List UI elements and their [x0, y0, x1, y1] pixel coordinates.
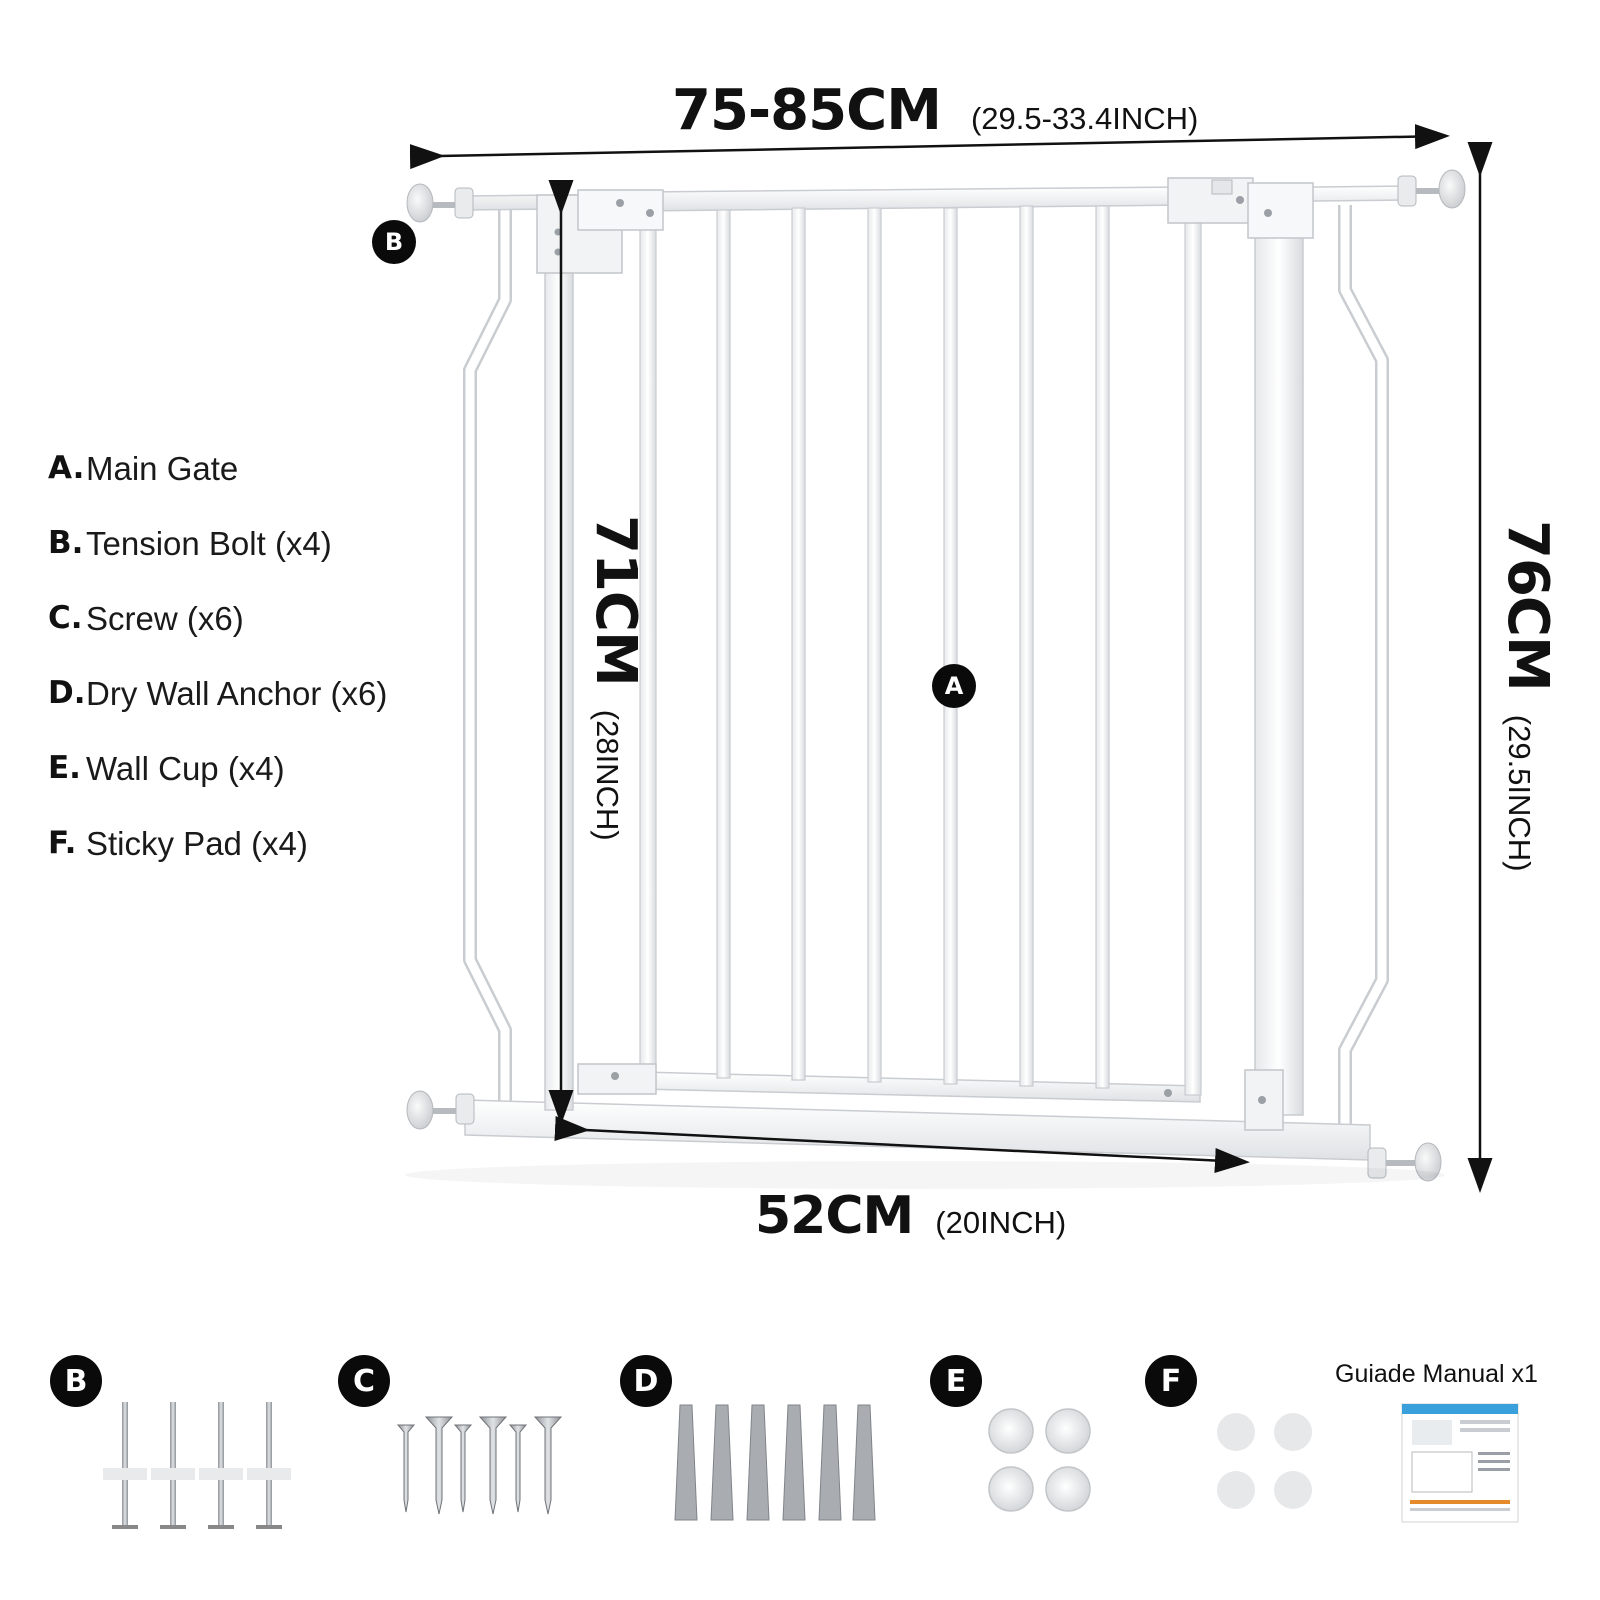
- part-name: Main Gate: [86, 450, 239, 487]
- opening-inch: (20INCH): [935, 1205, 1067, 1240]
- part-item-d: D.Dry Wall Anchor (x6): [48, 675, 387, 750]
- tension-bolt-bottom-right: [1367, 1142, 1442, 1182]
- gate-bars: [716, 205, 1110, 1089]
- callout-bolt: B: [372, 220, 416, 264]
- part-name: Sticky Pad (x4): [86, 825, 308, 862]
- latch-bottom: [1164, 1069, 1284, 1131]
- part-letter: D.: [48, 675, 86, 711]
- opening-cm: 52CM: [755, 1186, 914, 1246]
- part-name: Tension Bolt (x4): [86, 525, 332, 562]
- hinge-post: [544, 204, 574, 1111]
- part-item-e: E.Wall Cup (x4): [48, 750, 387, 825]
- total-height-inch: (29.5INCH): [1502, 714, 1537, 872]
- part-letter: C.: [48, 600, 83, 636]
- width-inch: (29.5-33.4INCH): [970, 101, 1199, 136]
- manual-thumbnail: [1401, 1403, 1519, 1523]
- latch-top: [1167, 177, 1314, 239]
- gate-height-inch: (28INCH): [590, 709, 625, 841]
- accessory-badge-c: C: [338, 1355, 390, 1407]
- tension-bolt-top-left: [406, 183, 474, 223]
- latch-post: [1254, 214, 1304, 1116]
- part-item-a: A.Main Gate: [48, 450, 387, 525]
- accessory-badge-d: D: [620, 1355, 672, 1407]
- manual-label: Guiade Manual x1: [1335, 1360, 1538, 1388]
- part-name: Dry Wall Anchor (x6): [86, 675, 388, 712]
- accessory-wall-cups: [988, 1408, 1091, 1512]
- part-letter: F.: [48, 825, 77, 861]
- total-height-cm: 76CM: [1495, 520, 1560, 691]
- callout-gate: A: [932, 664, 976, 708]
- tension-bolt-bottom-left: [406, 1090, 475, 1130]
- part-item-f: F.Sticky Pad (x4): [48, 825, 387, 900]
- part-name: Wall Cup (x4): [86, 750, 285, 787]
- width-dimension-label: 75-85CM (29.5-33.4INCH): [672, 78, 1198, 143]
- accessory-badge-f: F: [1145, 1355, 1197, 1407]
- gate-height-dimension-label: 71CM (28INCH): [583, 515, 648, 841]
- accessory-sticky-pads: [1217, 1413, 1312, 1509]
- accessory-anchors: [674, 1404, 876, 1521]
- total-height-dimension-label: 76CM (29.5INCH): [1495, 520, 1560, 872]
- hinge-bottom: [577, 1063, 657, 1095]
- parts-list: A.Main Gate B.Tension Bolt (x4) C.Screw …: [48, 450, 387, 900]
- opening-dimension-label: 52CM (20INCH): [755, 1186, 1066, 1246]
- accessory-screws: [396, 1416, 563, 1515]
- part-item-c: C.Screw (x6): [48, 600, 387, 675]
- part-letter: B.: [48, 525, 84, 561]
- gate-height-cm: 71CM: [583, 515, 648, 686]
- dimension-lines: [409, 124, 1493, 1193]
- part-letter: E.: [48, 750, 81, 786]
- width-cm: 75-85CM: [672, 78, 942, 143]
- accessory-tension-bolts: [103, 1402, 291, 1529]
- accessory-badge-b: B: [50, 1355, 102, 1407]
- tension-bolt-top-right: [1397, 169, 1466, 209]
- part-letter: A.: [48, 450, 85, 486]
- part-item-b: B.Tension Bolt (x4): [48, 525, 387, 600]
- accessory-badge-e: E: [930, 1355, 982, 1407]
- part-name: Screw (x6): [86, 600, 244, 637]
- accessories-illustration: [103, 1402, 1519, 1529]
